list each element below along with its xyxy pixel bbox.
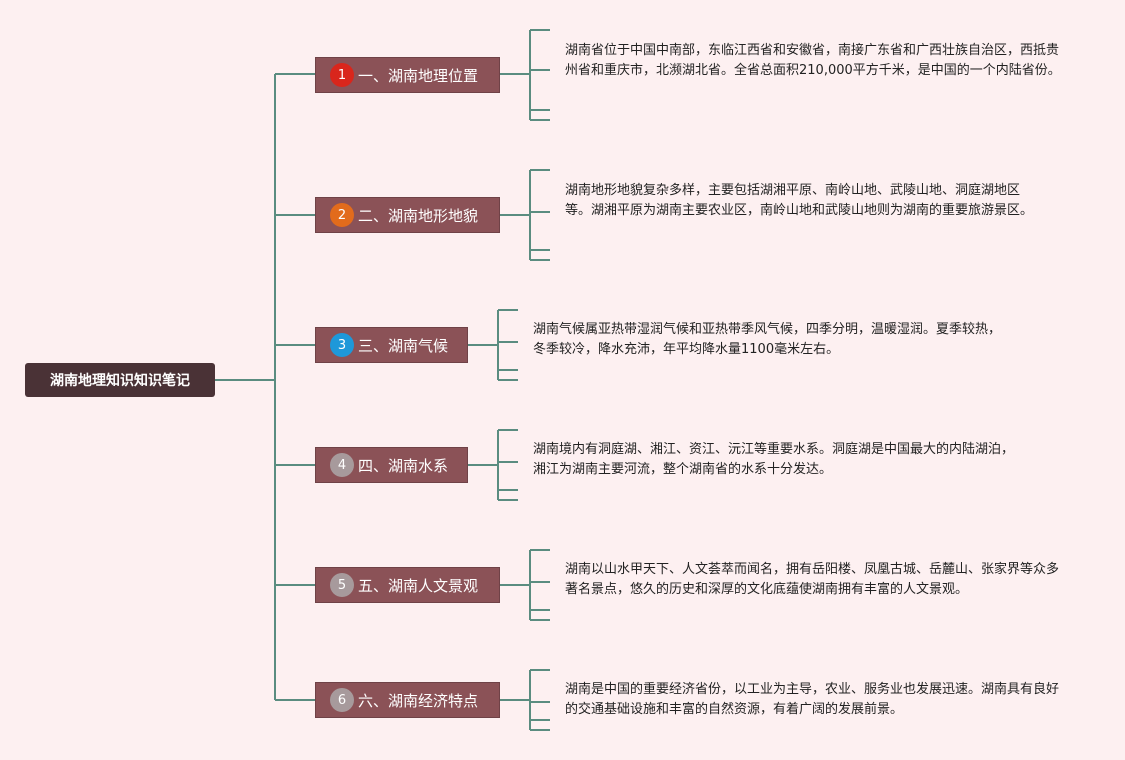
number-badge-icon: 2 <box>330 203 354 227</box>
number-badge-icon: 5 <box>330 573 354 597</box>
branch-description: 湖南气候属亚热带湿润气候和亚热带季风气候，四季分明，温暖湿润。夏季较热，冬季较冷… <box>533 322 1002 357</box>
branch-description: 湖南省位于中国中南部，东临江西省和安徽省，南接广东省和广西壮族自治区，西抵贵州省… <box>565 43 1061 78</box>
branch-label: 二、湖南地形地貌 <box>358 206 479 225</box>
branch-label: 一、湖南地理位置 <box>358 66 479 85</box>
number-badge-icon: 6 <box>330 688 354 712</box>
number-badge-icon: 1 <box>330 63 354 87</box>
branch-description: 湖南境内有洞庭湖、湘江、资江、沅江等重要水系。洞庭湖是中国最大的内陆湖泊，湘江为… <box>533 442 1015 477</box>
branch-label: 四、湖南水系 <box>358 456 449 475</box>
branch-label: 五、湖南人文景观 <box>358 576 479 595</box>
number-badge-icon: 4 <box>330 453 354 477</box>
branch-description: 湖南地形地貌复杂多样，主要包括湖湘平原、南岭山地、武陵山地、洞庭湖地区等。湖湘平… <box>565 183 1034 218</box>
branch-label: 三、湖南气候 <box>358 336 449 355</box>
root-topic[interactable]: 湖南地理知识知识笔记 <box>25 363 215 397</box>
branch-label: 六、湖南经济特点 <box>358 691 479 710</box>
branch-description: 湖南以山水甲天下、人文荟萃而闻名，拥有岳阳楼、凤凰古城、岳麓山、张家界等众多著名… <box>565 562 1060 597</box>
number-badge-icon: 3 <box>330 333 354 357</box>
branch-description: 湖南是中国的重要经济省份，以工业为主导，农业、服务业也发展迅速。湖南具有良好的交… <box>565 682 1060 717</box>
